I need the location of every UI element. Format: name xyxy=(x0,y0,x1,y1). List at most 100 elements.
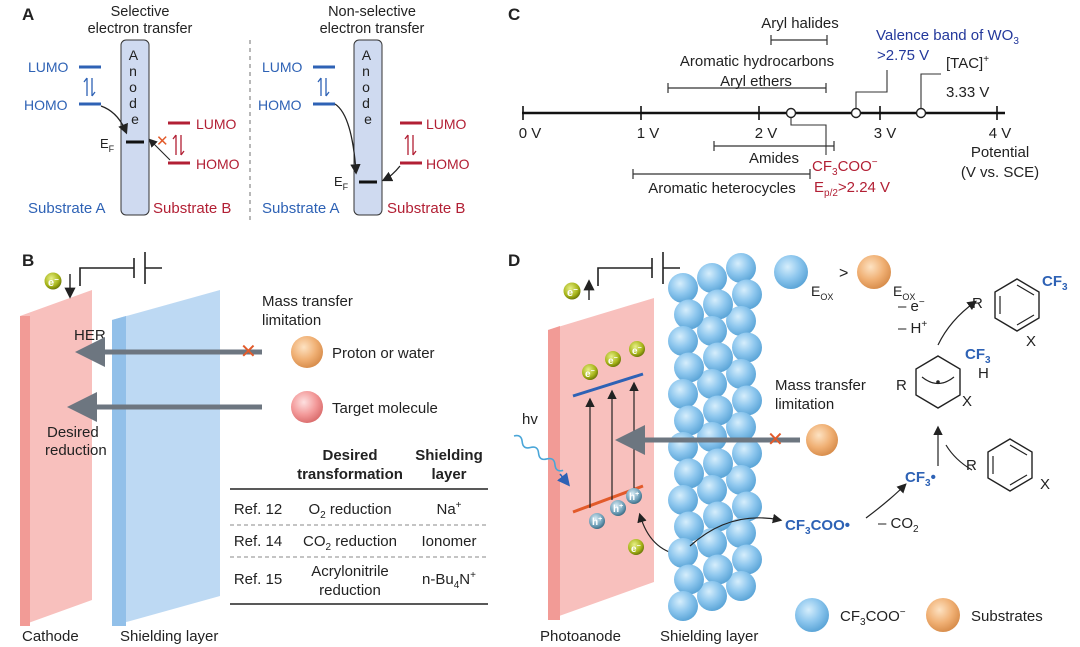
holes-in-band: h+ h+ h+ xyxy=(589,488,642,529)
anode-r-0: A xyxy=(362,47,372,63)
row1-transformation: O2 reduction xyxy=(308,501,391,521)
photoanode-edge xyxy=(548,326,560,620)
proton-label: Proton or water xyxy=(332,345,435,362)
anode-l-0: A xyxy=(129,47,139,63)
table-header-transformation-1: Desired xyxy=(322,447,377,464)
label-amides: Amides xyxy=(749,150,799,167)
product-r: R xyxy=(972,295,983,312)
shield-sphere xyxy=(726,359,756,389)
shield-sphere xyxy=(674,511,704,542)
minus-co2: – CO2 xyxy=(878,515,919,535)
shield-sphere xyxy=(668,379,698,409)
row2-transformation: CO2 reduction xyxy=(303,533,397,553)
panel-a-label: A xyxy=(22,5,34,24)
axis-label-units: (V vs. SCE) xyxy=(961,164,1039,181)
eox-gt: > xyxy=(839,265,848,282)
desired-line1: Desired xyxy=(47,424,99,441)
axis-label-potential: Potential xyxy=(971,144,1029,161)
range-aryl-halides xyxy=(770,35,828,45)
row2-ref: Ref. 14 xyxy=(234,533,282,550)
shield-sphere xyxy=(732,544,762,575)
oxidation-arrow xyxy=(689,513,783,547)
electron-transfer-arrow-b-right xyxy=(381,165,401,182)
blocked-cross-b: ✕ xyxy=(240,341,257,363)
shield-sphere xyxy=(674,405,704,436)
proton-sphere xyxy=(291,336,323,368)
row3-transformation-1: Acrylonitrile xyxy=(311,563,389,580)
leader-wo3 xyxy=(855,70,888,108)
arene-ring xyxy=(987,438,1033,492)
shield-sphere xyxy=(703,395,733,426)
row3-ref: Ref. 15 xyxy=(234,571,282,588)
anode-l-4: e xyxy=(131,111,139,127)
shield-sphere xyxy=(668,485,698,515)
radical-dot xyxy=(936,380,940,384)
intermediate-r: R xyxy=(896,377,907,394)
relax-arrow-a-left xyxy=(91,78,96,97)
table-header-layer-2: layer xyxy=(431,466,466,483)
anode-l-2: o xyxy=(129,79,137,95)
electron-transfer-arrow-a xyxy=(100,105,128,135)
ef-left: EF xyxy=(100,136,115,154)
substrate-sphere-d xyxy=(806,424,838,456)
shield-sphere xyxy=(726,306,756,336)
anode-l-3: d xyxy=(129,95,137,111)
excite-arrow-b-left xyxy=(172,134,177,155)
shielding-edge xyxy=(112,316,126,626)
h-3: h+ xyxy=(629,491,639,503)
electron-transfer-arrow-a-right xyxy=(334,103,361,175)
shield-sphere xyxy=(697,581,727,611)
label-wo3-value: >2.75 V xyxy=(877,47,929,64)
shield-sphere xyxy=(703,448,733,479)
shield-sphere xyxy=(697,475,727,505)
tick-label-3: 3 V xyxy=(874,125,897,142)
radical-intermediate: R X H CF3 xyxy=(896,346,991,410)
shielding-spheres xyxy=(668,253,762,621)
circuit-wire xyxy=(79,252,162,286)
product-cf3: CF3 xyxy=(1042,273,1068,293)
row2-layer: Ionomer xyxy=(421,533,476,550)
electron-sphere-d xyxy=(563,282,581,300)
anode-r-1: n xyxy=(362,63,370,79)
electron-cb-2 xyxy=(605,351,621,367)
target-label: Target molecule xyxy=(332,400,438,417)
legend-sphere-substrates xyxy=(926,598,960,632)
ef-right: EF xyxy=(334,174,349,192)
shield-sphere xyxy=(668,326,698,356)
label-aromatic-hydrocarbons: Aromatic hydrocarbons xyxy=(680,53,834,70)
lumo-b-right: LUMO xyxy=(426,116,467,132)
product-double-bonds xyxy=(999,284,1035,326)
substrate-a-right: Substrate A xyxy=(262,200,340,217)
desired-line2: reduction xyxy=(45,442,107,459)
range-amides xyxy=(713,141,835,151)
legend-cf3coo: CF3COO− xyxy=(840,607,906,628)
marker-tac xyxy=(915,107,927,119)
selective-title-line1: Selective xyxy=(111,4,170,20)
cf3-product: R X CF3 xyxy=(972,273,1068,350)
shielding-label-b: Shielding layer xyxy=(120,628,218,645)
decarboxylation-arrow xyxy=(865,483,907,519)
minus-e: – e− xyxy=(898,297,925,315)
anode-r-4: e xyxy=(364,111,372,127)
electron-cb-1 xyxy=(582,364,598,380)
substrate-b-left: Substrate B xyxy=(153,200,231,217)
shielding-table: Desired transformation Shielding layer R… xyxy=(230,447,488,605)
intermediate-h: H xyxy=(978,365,989,382)
anode-l-1: n xyxy=(129,63,137,79)
table-header-layer-1: Shielding xyxy=(415,447,483,464)
shield-sphere xyxy=(674,564,704,595)
shield-sphere xyxy=(732,385,762,416)
arene-x: X xyxy=(1040,476,1050,493)
shield-sphere xyxy=(668,591,698,621)
label-wo3: Valence band of WO3 xyxy=(876,27,1019,47)
label-aromatic-heterocycles: Aromatic heterocycles xyxy=(648,180,796,197)
hole-2 xyxy=(610,500,626,516)
substrate-b-right: Substrate B xyxy=(387,200,465,217)
light-wave-head xyxy=(557,472,570,487)
h-1: h+ xyxy=(592,516,602,528)
shield-sphere xyxy=(703,554,733,585)
shield-sphere xyxy=(697,316,727,346)
e-cb-2: e− xyxy=(608,355,618,367)
marker-cf3coo xyxy=(785,107,797,119)
